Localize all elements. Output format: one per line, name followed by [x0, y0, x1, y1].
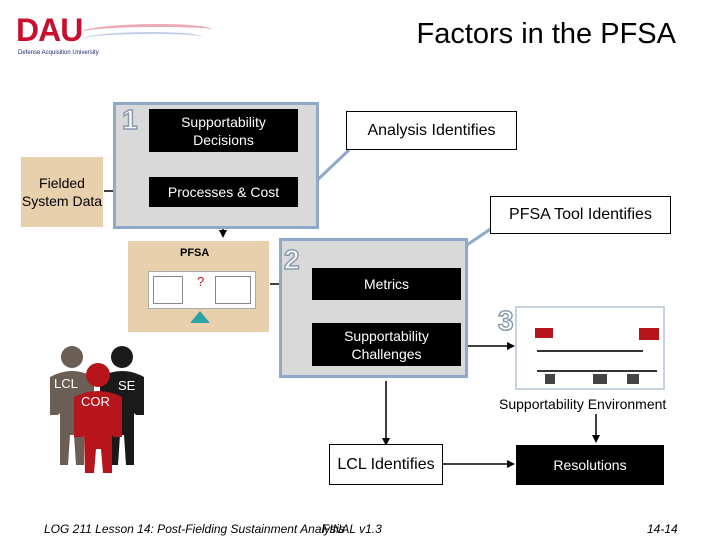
- logo-subtitle: Defense Acquisition University: [18, 50, 99, 56]
- env-block: [627, 374, 639, 384]
- supportability-environment-label: Supportability Environment: [499, 396, 667, 412]
- env-line: [537, 350, 643, 352]
- env-block: [535, 328, 553, 338]
- step-1-number: 1: [121, 103, 138, 136]
- pfsa-tool-identifies-box: PFSA Tool Identifies: [490, 196, 671, 234]
- footer-page-number: 14-14: [647, 522, 678, 536]
- env-line: [537, 370, 657, 372]
- metrics-box: Metrics: [312, 268, 461, 300]
- env-block: [593, 374, 607, 384]
- resolutions-box: Resolutions: [516, 445, 664, 485]
- person-lcl-label: LCL: [54, 376, 78, 391]
- logo-swoosh-secondary: [82, 32, 202, 44]
- dau-logo: DAU Defense Acquisition University: [12, 10, 212, 60]
- env-block: [545, 374, 555, 384]
- supportability-decisions-box: Supportability Decisions: [149, 109, 298, 152]
- supportability-challenges-box: Supportability Challenges: [312, 323, 461, 366]
- logo-swoosh: [82, 24, 212, 38]
- env-block: [639, 328, 659, 340]
- footer-version: FINAL v1.3: [322, 522, 382, 536]
- slide-title: Factors in the PFSA: [416, 18, 677, 50]
- pfsa-card-inner: ?: [148, 271, 256, 309]
- processes-cost-box: Processes & Cost: [149, 177, 298, 207]
- pfsa-card-thumb-right: [215, 276, 251, 304]
- pfsa-card-label: PFSA: [180, 247, 210, 259]
- person-se-label: SE: [118, 378, 136, 393]
- pfsa-card-triangle: [190, 311, 210, 323]
- supportability-environment-graphic: [515, 306, 665, 390]
- person-cor-label: COR: [81, 394, 110, 409]
- pfsa-card-question: ?: [197, 274, 205, 289]
- lcl-identifies-box: LCL Identifies: [329, 444, 443, 485]
- team-figures: [50, 346, 144, 473]
- step-2-number: 2: [283, 243, 300, 276]
- footer-course: LOG 211 Lesson 14: Post-Fielding Sustain…: [44, 522, 345, 536]
- logo-wordmark: DAU: [16, 12, 83, 48]
- pfsa-tool-card: PFSA ?: [128, 241, 269, 332]
- pfsa-card-thumb-left: [153, 276, 183, 304]
- fielded-system-data-box: Fielded System Data: [21, 157, 103, 227]
- analysis-identifies-box: Analysis Identifies: [346, 111, 517, 150]
- person-cor-figure: [74, 363, 122, 473]
- step-3-number: 3: [497, 304, 514, 337]
